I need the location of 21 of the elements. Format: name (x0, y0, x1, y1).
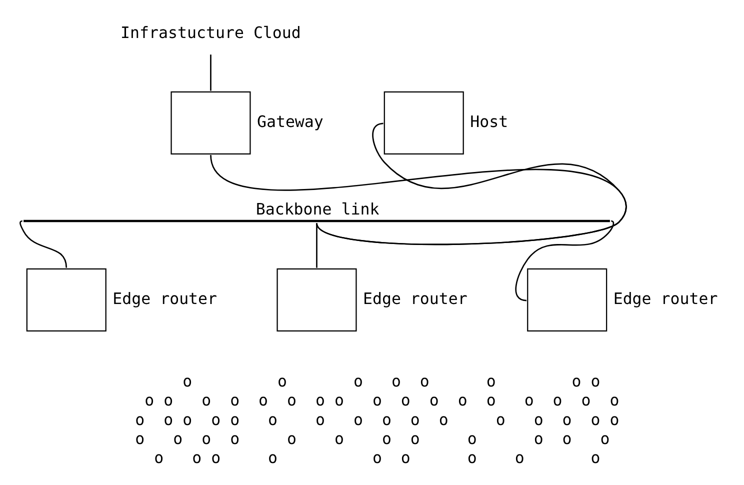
node-label: Host (470, 112, 508, 131)
node-box (276, 268, 357, 332)
label: o o o o o o o o o o o o o o o o o (144, 390, 620, 410)
node-label: Gateway (256, 112, 324, 131)
connector (316, 222, 318, 268)
node-label: Edge router (362, 288, 468, 308)
node-bar (24, 219, 610, 222)
label: o o o o o o o o o (154, 448, 600, 467)
label: o o o o o o o o o o o o o o o o (135, 409, 620, 428)
connector (210, 54, 212, 90)
label: o o o o o o o o o o o o (135, 428, 610, 448)
node-label: Edge router (112, 288, 218, 308)
node-box (26, 268, 106, 332)
node-box (384, 90, 464, 154)
node-box (527, 268, 608, 332)
label: o o o o o o o o (182, 370, 600, 390)
node-label: Edge router (613, 288, 718, 308)
node-text: Infrastucture Cloud (120, 22, 301, 42)
connector (316, 122, 627, 245)
node-box (170, 90, 251, 154)
node-label: Backbone link (256, 198, 380, 218)
